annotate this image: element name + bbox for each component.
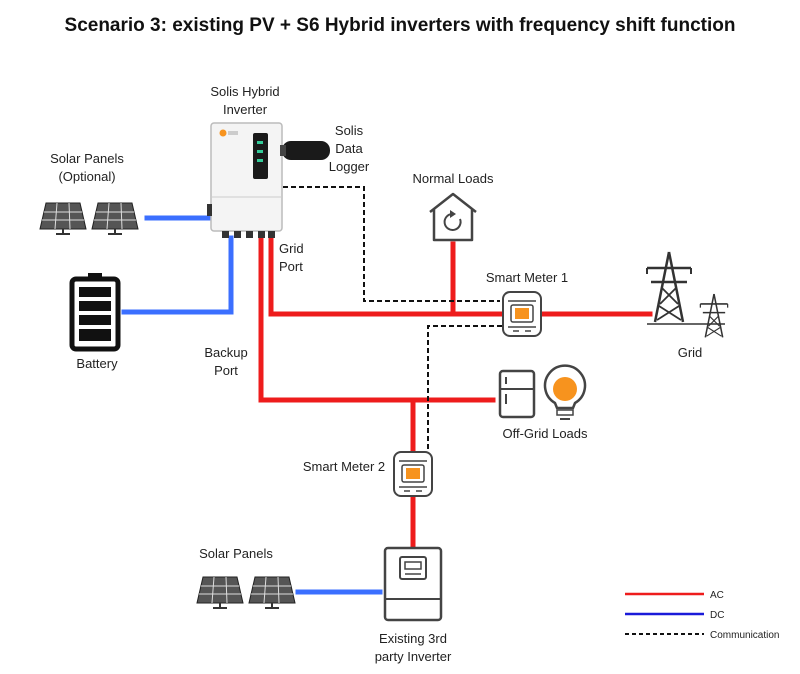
existing-inverter-label: Existing 3rd [379, 631, 447, 646]
offgrid-loads-label: Off-Grid Loads [502, 426, 588, 441]
ac-line-grid-port [268, 237, 503, 317]
hybrid-inverter-body [210, 122, 283, 232]
normal-loads: Normal Loads [413, 171, 494, 242]
diagram-title: Scenario 3: existing PV + S6 Hybrid inve… [65, 15, 736, 36]
legend-ac-label: AC [710, 590, 724, 601]
wires [121, 186, 653, 595]
data-logger-sublabel-1: Data [335, 141, 363, 156]
solar-panels: Solar Panels [196, 546, 296, 609]
grid-label: Grid [678, 345, 703, 360]
smart-meter-2: Smart Meter 2 [303, 451, 433, 497]
legend-dc-label: DC [710, 610, 724, 621]
legend: AC DC Communication [625, 590, 779, 641]
solar-panel-icon [196, 576, 244, 609]
backup-port-sublabel: Port [214, 363, 238, 378]
dc-line-battery [121, 235, 234, 315]
solis-logo-icon [219, 129, 227, 137]
solis-data-logger: Solis Data Logger [280, 123, 370, 174]
existing-inverter: Existing 3rd party Inverter [375, 546, 452, 664]
comm-line-meter1 [283, 186, 500, 302]
comm-line-meter2 [427, 325, 502, 452]
transmission-tower-small-icon [699, 293, 729, 339]
smart-meter-1-icon [502, 291, 542, 337]
smart-meter-1-label: Smart Meter 1 [486, 270, 568, 285]
solar-panels-optional: Solar Panels (Optional) [39, 151, 139, 235]
normal-loads-label: Normal Loads [413, 171, 494, 186]
data-logger-label: Solis [335, 123, 364, 138]
solar-panels-label: Solar Panels [199, 546, 273, 561]
data-logger-sublabel-2: Logger [329, 159, 370, 174]
grid-port-sublabel: Port [279, 259, 303, 274]
solar-panel-icon [39, 202, 87, 235]
battery-label: Battery [76, 356, 118, 371]
house-icon [429, 192, 477, 242]
backup-port-label: Backup [204, 345, 247, 360]
legend-comm-label: Communication [710, 630, 779, 641]
grid: Grid [645, 250, 729, 360]
smart-meter-2-icon [393, 451, 433, 497]
solar-panel-icon [91, 202, 139, 235]
fridge-icon [498, 369, 536, 419]
solar-panels-optional-label: Solar Panels [50, 151, 124, 166]
grid-port-label: Grid [279, 241, 304, 256]
smart-meter-2-label: Smart Meter 2 [303, 459, 385, 474]
transmission-tower-icon [645, 250, 693, 324]
existing-inverter-sublabel: party Inverter [375, 649, 452, 664]
inverter-connectors [222, 231, 275, 238]
solis-hybrid-inverter: Solis Hybrid Inverter [207, 84, 283, 238]
solar-panels-optional-sublabel: (Optional) [58, 169, 115, 184]
solar-panel-icon [248, 576, 296, 609]
hybrid-inverter-sublabel: Inverter [223, 102, 268, 117]
offgrid-loads: Off-Grid Loads [498, 364, 588, 441]
data-logger-icon [282, 141, 330, 160]
smart-meter-1: Smart Meter 1 [486, 270, 568, 337]
ac-line-backup-port [258, 237, 496, 403]
battery: Battery [69, 273, 121, 371]
hybrid-inverter-display [253, 133, 268, 179]
hybrid-inverter-label: Solis Hybrid [210, 84, 279, 99]
